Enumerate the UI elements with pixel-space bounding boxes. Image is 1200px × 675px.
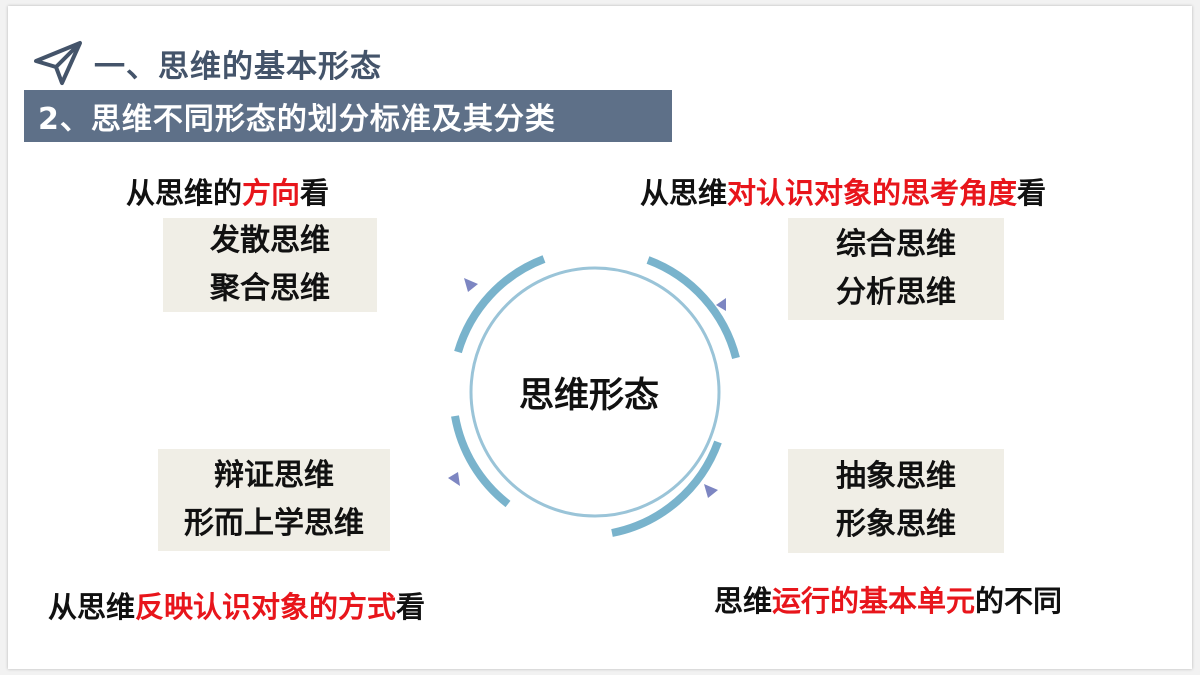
criterion-text: 看 — [396, 590, 426, 624]
category-item: 聚合思维 — [210, 271, 330, 306]
criterion-highlight: 方向 — [242, 176, 301, 210]
ring-arc-bottom-left — [451, 415, 511, 508]
page-title: 一、思维的基本形态 — [94, 48, 382, 85]
criterion-highlight: 对认识对象的思考角度 — [727, 176, 1018, 210]
criterion-text: 从思维的 — [126, 176, 243, 210]
triangle-marker-2 — [716, 298, 726, 311]
triangle-marker-4 — [448, 472, 460, 486]
criterion-direction: 从思维的方向看 — [126, 170, 329, 212]
criterion-angle: 从思维对认识对象的思考角度看 — [640, 170, 1046, 212]
criterion-highlight: 反映认识对象的方式 — [135, 590, 397, 624]
category-item: 综合思维 — [836, 227, 956, 262]
category-box-angle: 综合思维 分析思维 — [788, 218, 1004, 320]
category-box-reflection: 辩证思维 形而上学思维 — [158, 449, 390, 551]
criterion-text: 思维 — [714, 584, 773, 618]
ring-arc-bottom-right — [611, 440, 722, 537]
category-item: 抽象思维 — [836, 459, 956, 494]
section-heading: 一、思维的基本形态 — [32, 38, 382, 88]
ring-arc-top-left — [454, 255, 546, 354]
center-label: 思维形态 — [519, 376, 660, 416]
subtitle-bar: 2、思维不同形态的划分标准及其分类 — [24, 90, 672, 142]
category-item: 发散思维 — [210, 223, 330, 258]
category-item: 形象思维 — [836, 507, 956, 542]
triangle-marker-1 — [464, 278, 478, 292]
ring-arc-top-right — [646, 256, 740, 359]
category-item: 分析思维 — [836, 275, 956, 310]
criterion-highlight: 运行的基本单元 — [772, 584, 976, 618]
triangle-marker-3 — [704, 484, 718, 498]
subtitle-text: 2、思维不同形态的划分标准及其分类 — [38, 102, 556, 137]
category-item: 辩证思维 — [214, 458, 334, 493]
slide: 一、思维的基本形态 2、思维不同形态的划分标准及其分类 从思维的方向看 发散思维… — [8, 6, 1192, 669]
criterion-text: 看 — [300, 176, 330, 210]
criterion-reflection: 从思维反映认识对象的方式看 — [48, 584, 425, 626]
criterion-text: 的不同 — [975, 584, 1063, 618]
category-box-direction: 发散思维 聚合思维 — [163, 218, 377, 312]
criterion-text: 从思维 — [48, 590, 136, 624]
category-item: 形而上学思维 — [184, 506, 364, 541]
criterion-text: 从思维 — [640, 176, 728, 210]
criterion-unit: 思维运行的基本单元的不同 — [714, 578, 1062, 620]
criterion-text: 看 — [1017, 176, 1047, 210]
paper-plane-icon — [34, 41, 82, 85]
category-box-unit: 抽象思维 形象思维 — [788, 449, 1004, 553]
